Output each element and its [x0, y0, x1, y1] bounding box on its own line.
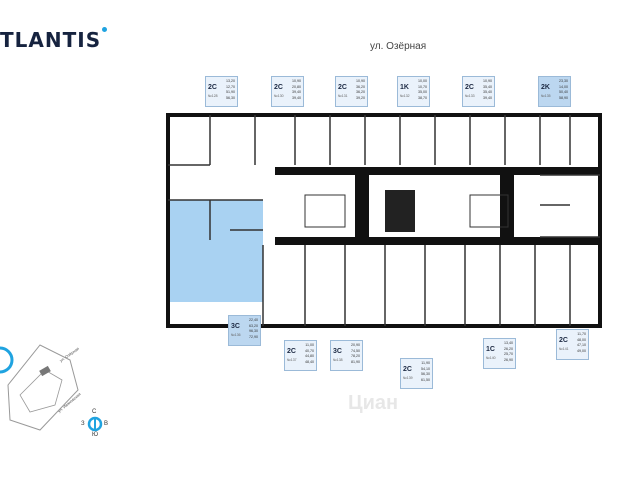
compass-west: З	[81, 421, 85, 427]
compass-north: С	[92, 409, 97, 415]
brand-dot-icon	[102, 27, 107, 32]
compass-south: Ю	[92, 432, 99, 438]
selected-apartment-area[interactable]	[170, 200, 263, 302]
brand-logo: TLANTIS	[0, 28, 102, 52]
street-label-top: ул. Озёрная	[370, 41, 427, 52]
watermark-text: Циан	[348, 392, 399, 414]
compass-east: В	[104, 421, 109, 427]
